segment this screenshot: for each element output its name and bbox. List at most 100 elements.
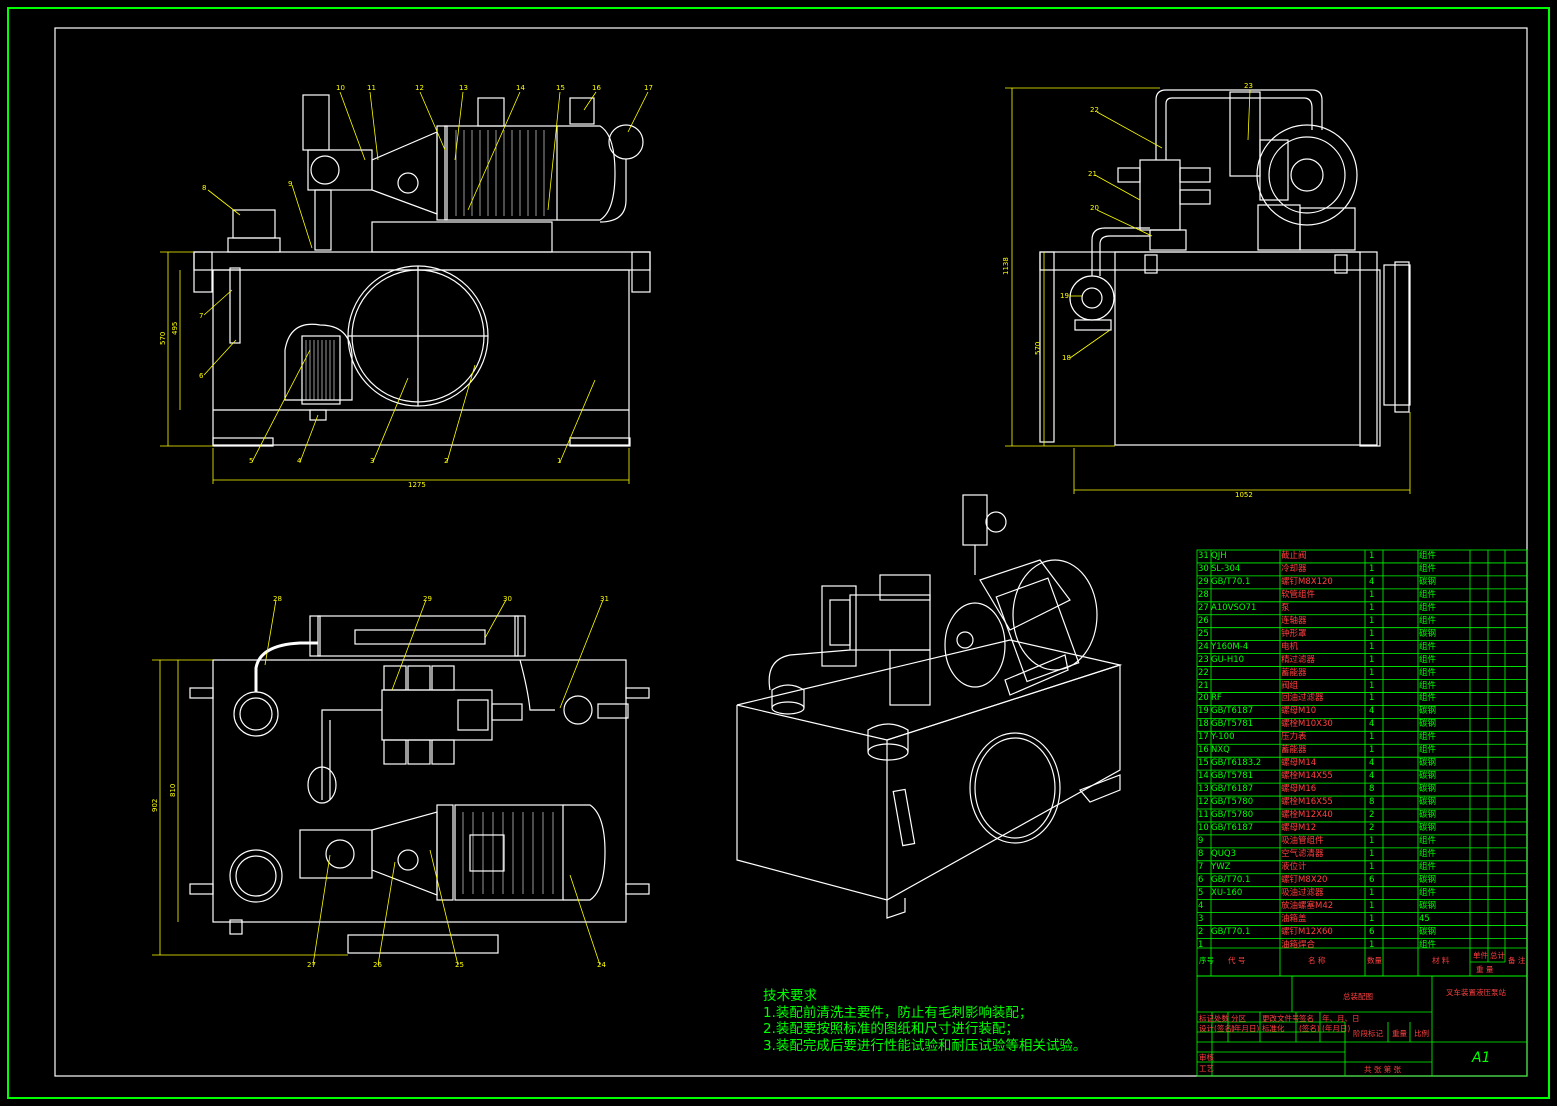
bom-cell-qty: 1	[1369, 589, 1375, 600]
bom-cell-mat: 组件	[1419, 667, 1437, 678]
bom-cell-name: 冷却器	[1281, 563, 1307, 574]
bom-cell-name: 螺母M10	[1281, 706, 1317, 717]
bom-cell-qty: 1	[1369, 680, 1375, 691]
balloon-front: 11	[367, 84, 376, 92]
balloon-front: 4	[297, 457, 302, 465]
bom-cell-code: GB/T5781	[1211, 771, 1254, 782]
bom-cell-code: GB/T5781	[1211, 719, 1254, 730]
bom-cell-no: 16	[1198, 745, 1209, 756]
bom-cell-name: 蓄能器	[1281, 667, 1307, 678]
bom-cell-no: 6	[1198, 874, 1204, 885]
balloon-side: 23	[1244, 82, 1253, 90]
bom-cell-mat: 45	[1419, 913, 1430, 924]
bom-cell-no: 9	[1198, 835, 1204, 846]
bom-cell-no: 13	[1198, 784, 1209, 795]
front-view-dimensions	[160, 251, 630, 484]
bom-cell-qty: 1	[1369, 693, 1375, 704]
bom-cell-no: 30	[1198, 563, 1209, 574]
bom-cell-name: 螺母M14	[1281, 758, 1317, 769]
bom-cell-mat: 组件	[1419, 887, 1437, 898]
balloon-side: 19	[1060, 292, 1069, 300]
bom-cell-name: 电机	[1281, 641, 1299, 652]
bom-cell-qty: 2	[1369, 822, 1375, 833]
balloon-top: 25	[455, 961, 464, 969]
bom-cell-no: 1	[1198, 939, 1204, 950]
balloon-top: 31	[600, 595, 609, 603]
outer-border	[7, 7, 1550, 1099]
bom-cell-mat: 碳钢	[1419, 719, 1437, 730]
bom-cell-code: QJH	[1211, 551, 1227, 561]
tb-label: 重量	[1392, 1029, 1407, 1038]
bom-cell-mat: 组件	[1419, 745, 1437, 756]
bom-cell-no: 2	[1198, 926, 1204, 937]
tb-label: 审核	[1199, 1053, 1214, 1062]
bom-cell-name: 螺钉M8X20	[1281, 874, 1328, 885]
bom-cell-name: 蓄能器	[1281, 745, 1307, 756]
bom-cell-code: GB/T70.1	[1211, 576, 1251, 587]
bom-cell-mat: 碳钢	[1419, 758, 1437, 769]
balloon-front: 9	[288, 180, 292, 188]
balloon-front: 10	[336, 84, 345, 92]
bom-cell-qty: 4	[1369, 771, 1375, 782]
balloon-front: 17	[644, 84, 653, 92]
bom-header-weight: 重 量	[1476, 965, 1494, 974]
bom-cell-qty: 1	[1369, 654, 1375, 665]
front-view-leaders	[203, 91, 649, 463]
bom-cell-code: Y160M-4	[1211, 641, 1249, 652]
bom-cell-no: 4	[1198, 900, 1204, 911]
bom-cell-name: 螺母M16	[1281, 784, 1317, 795]
bom-cell-name: 软管组件	[1281, 589, 1316, 600]
bom-cell-code: RF	[1211, 693, 1222, 704]
bom-cell-code: GB/T5780	[1211, 797, 1254, 808]
bom-header-note: 备 注	[1508, 956, 1526, 965]
tb-label: 阶段标记	[1353, 1029, 1383, 1038]
isometric-view	[736, 494, 1123, 919]
bom-cell-no: 28	[1198, 589, 1209, 600]
bom-cell-name: 螺母M12	[1281, 822, 1317, 833]
tb-label: 标记	[1199, 1014, 1214, 1023]
bom-cell-qty: 1	[1369, 602, 1375, 613]
side-view-dimensions	[1005, 87, 1411, 494]
tb-label: 分区	[1231, 1014, 1246, 1023]
bom-cell-name: 钟形罩	[1281, 628, 1307, 639]
balloon-side: 18	[1062, 354, 1071, 362]
balloon-side: 22	[1090, 106, 1099, 114]
bom-cell-name: 精过滤器	[1281, 654, 1316, 665]
bom-cell-mat: 组件	[1419, 641, 1437, 652]
bom-cell-qty: 1	[1369, 641, 1375, 652]
bom-cell-qty: 1	[1369, 848, 1375, 859]
bom-cell-no: 18	[1198, 719, 1209, 730]
front-view	[193, 94, 651, 447]
bom-cell-name: 螺栓M14X55	[1281, 771, 1333, 782]
bom-cell-qty: 1	[1369, 563, 1375, 574]
bom-header-unit-weight: 单件	[1473, 951, 1488, 960]
bom-cell-mat: 碳钢	[1419, 771, 1437, 782]
balloon-front: 5	[249, 457, 253, 465]
bom-cell-qty: 1	[1369, 551, 1375, 561]
bom-cell-mat: 组件	[1419, 835, 1437, 846]
bom-cell-name: 液位计	[1281, 861, 1307, 872]
balloon-front: 16	[592, 84, 601, 92]
balloon-labels: 10 11 12 13 14 15 16 17 8 9 7 6 5 4 3 2 …	[199, 82, 1253, 969]
tb-label: (年月日)	[1231, 1024, 1260, 1033]
tb-label: (年月日)	[1322, 1024, 1351, 1033]
tb-label: 更改文件号	[1262, 1014, 1300, 1023]
bom-cell-code: NXQ	[1211, 745, 1230, 756]
balloon-front: 2	[444, 457, 448, 465]
bom-cell-qty: 8	[1369, 784, 1375, 795]
bom-cell-no: 11	[1198, 810, 1209, 820]
